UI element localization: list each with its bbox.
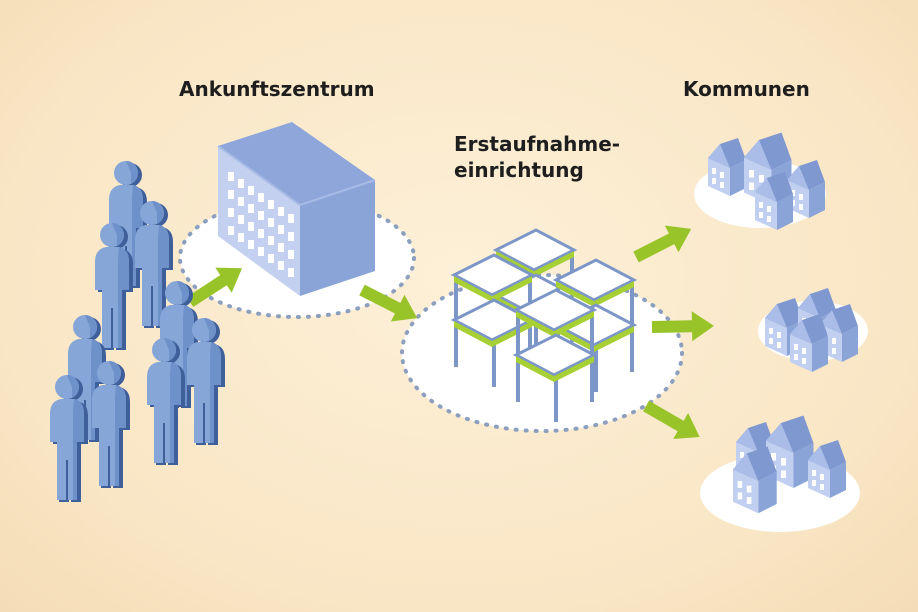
people-group-icon	[50, 161, 225, 502]
communes-label: Kommunen	[683, 77, 810, 101]
initial-reception-label-line1: Erstaufnahme-	[454, 132, 621, 156]
office-building-icon	[217, 122, 376, 296]
houses-icon-middle	[765, 288, 858, 372]
arrival-center-label: Ankunftszentrum	[179, 77, 375, 101]
initial-reception-label-line2: einrichtung	[454, 158, 584, 182]
arrow-reception-to-commune-bottom	[638, 393, 708, 450]
arrow-reception-to-commune-top	[629, 215, 699, 271]
initial-reception-label: Erstaufnahme- einrichtung	[454, 131, 620, 183]
